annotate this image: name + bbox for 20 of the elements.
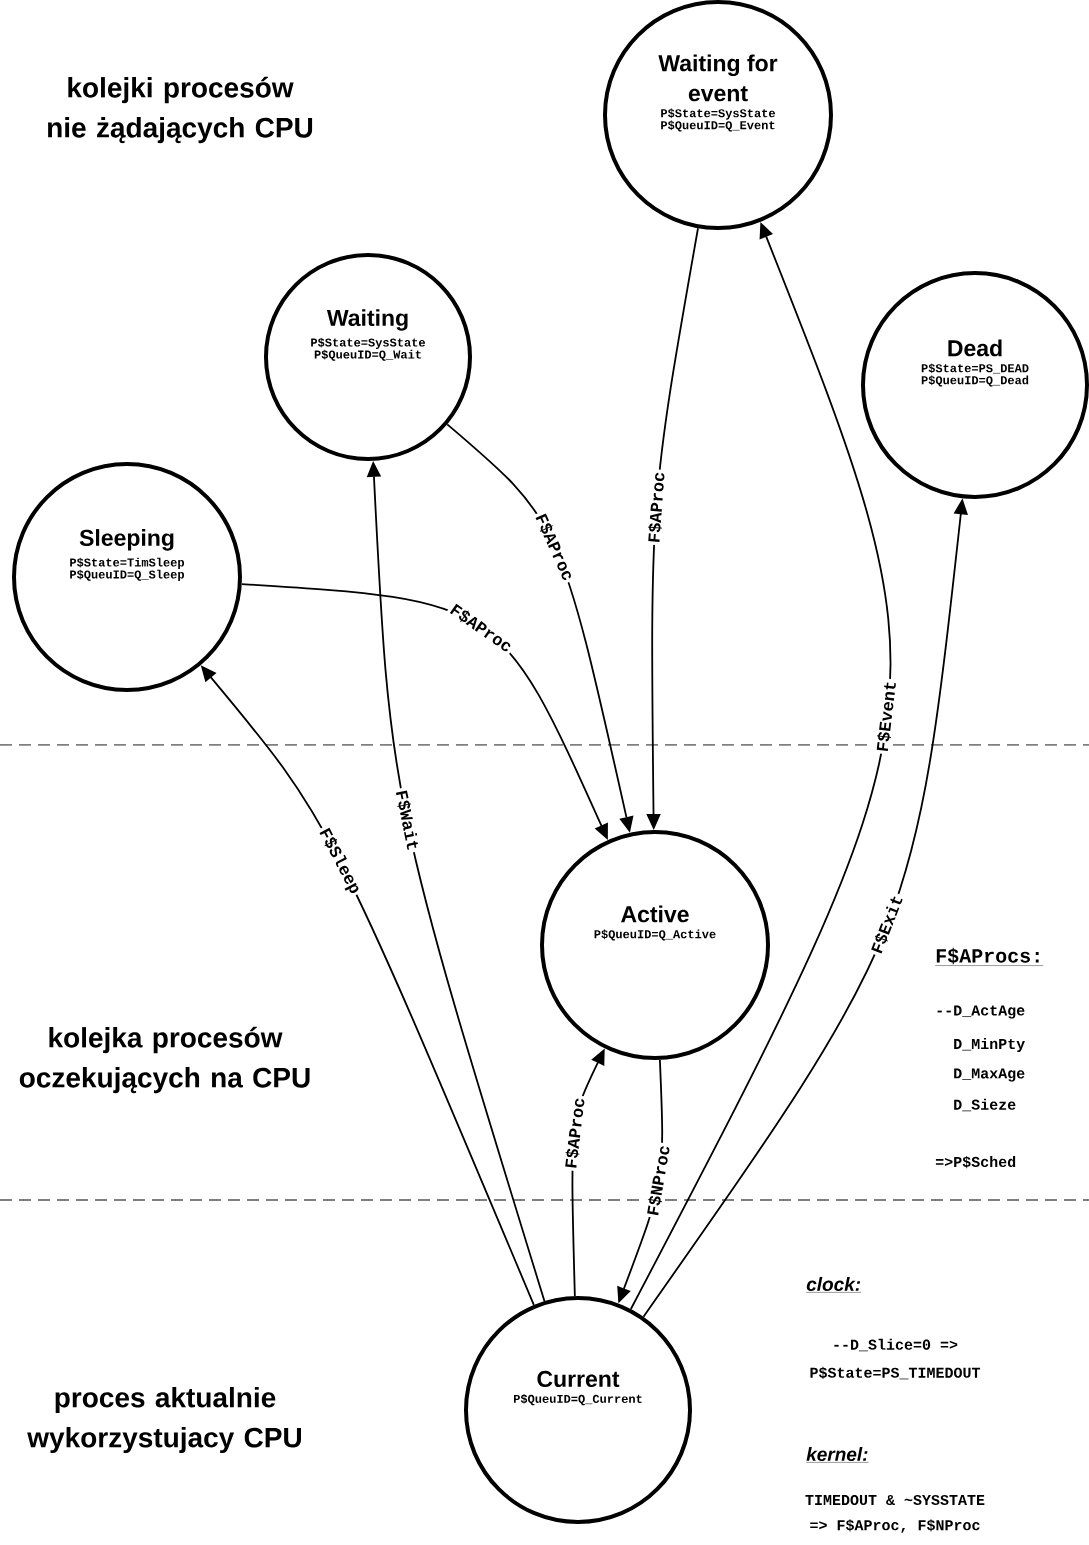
edge-label: F$NProc [647,1146,670,1216]
code-line: P$State=PS_TIMEDOUT [810,1366,981,1380]
section-heading: proces aktualnie wykorzystujacy CPU [27,1386,301,1454]
section-heading: kolejki procesów nie żądających CPU [48,76,313,144]
edge-label: F$Wait [395,790,418,850]
code-line: --D_ActAge [937,1005,1025,1019]
section-heading: kolejka procesów oczekujących na CPU [19,1026,310,1094]
code-line: D_MinPty [954,1038,1025,1052]
code-line: TIMEDOUT & ~SYSSTATE [805,1494,985,1506]
edge-label: F$AProc [648,472,665,542]
code-line: =>P$Sched [935,1155,1016,1169]
code-line: --D_Slice=0 => [834,1338,958,1352]
code-heading: F$AProcs: [935,947,1044,966]
note-heading: kernel: [806,1447,869,1463]
code-line: D_MaxAge [954,1068,1025,1082]
note-heading: clock: [806,1277,862,1293]
edge-label: F$Event [876,682,896,752]
code-line: D_Sieze [954,1098,1016,1112]
edge-label: F$AProc [565,1098,585,1168]
code-line: => F$AProc, F$NProc [810,1519,980,1533]
